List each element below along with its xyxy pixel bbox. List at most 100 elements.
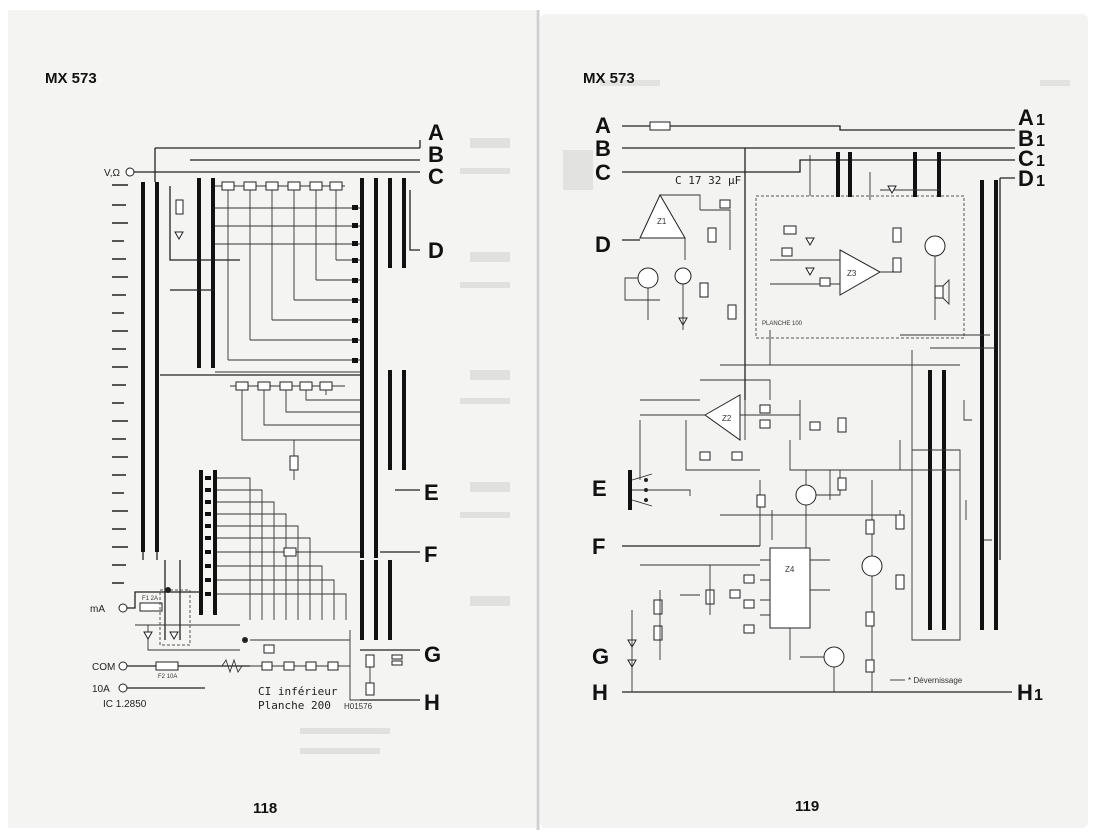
right-bus-label-d1-suffix: 1 [1036, 173, 1045, 190]
fuse-2-icon [155, 661, 179, 671]
right-bus-label-h: H [592, 680, 608, 705]
right-page-number: 119 [795, 798, 819, 815]
range-switch-bar-12 [374, 560, 378, 640]
left-board-note-line1: CI inférieur [258, 685, 338, 698]
input-resistor-icon [649, 121, 671, 131]
resistor-ladder-1 [215, 181, 360, 361]
range-switch-bar-9 [388, 370, 392, 470]
switch-contacts-2 [199, 470, 360, 620]
diode-protection-1 [174, 199, 184, 241]
right-bus-label-e: E [592, 476, 607, 501]
diode-bridge [135, 587, 248, 651]
left-page [8, 10, 536, 828]
vohm-terminal-icon [125, 167, 135, 177]
right-bus-wire-c [622, 159, 1015, 173]
range-switch-bar-6 [374, 178, 378, 558]
left-terminal-vohm-label: V,Ω [104, 168, 121, 179]
right-misc-wires [640, 330, 960, 516]
right-bus-label-c1-suffix: 1 [1036, 153, 1045, 170]
right-bus-wire-a [622, 125, 1015, 131]
sub-board-100: PLANCHE 100 [755, 152, 965, 339]
range-switch-bar-5 [360, 178, 364, 558]
range-switch-bar-2 [155, 182, 159, 552]
opamp-z1-label: Z1 [657, 217, 667, 226]
right-bleed-through [563, 80, 1070, 190]
range-switch-bar-4 [211, 178, 215, 368]
legend-note: * Dévernissage [908, 676, 963, 685]
left-bus-label-c: C [428, 164, 444, 189]
left-terminal-10a-label: 10A [92, 684, 110, 695]
lower-passives [627, 477, 905, 692]
right-bus-label-b: B [595, 136, 611, 161]
right-bus-wire-b [622, 147, 1015, 400]
e-switch [628, 470, 691, 510]
fuse-1-label: F1 2A [142, 596, 158, 602]
right-bus-label-b1: B [1018, 126, 1034, 151]
right-bus-label-d1: D [1018, 166, 1034, 191]
com-terminal-icon [118, 661, 128, 671]
resistor-ladder-2 [215, 371, 360, 480]
left-schematic: MX 573 A B C D E F G H V,Ω [45, 70, 510, 817]
left-model-label: MX 573 [45, 70, 97, 87]
left-bus-label-e: E [424, 480, 439, 505]
opamp-z3: Z3 [770, 225, 902, 296]
shunt-resistors [221, 630, 403, 701]
right-bus-label-a: A [595, 113, 611, 138]
transistor-buzzer [924, 235, 950, 320]
range-switch-bar-3 [197, 178, 201, 368]
right-schematic: MX 573 A B C D E F G H A 1 B 1 C 1 D 1 H… [563, 70, 1070, 815]
opamp-z2-label: Z2 [722, 414, 732, 423]
right-bus-label-h1-suffix: 1 [1034, 687, 1043, 704]
left-terminal-com-label: COM [92, 662, 115, 673]
left-bus-label-h: H [424, 690, 440, 715]
left-bus-label-g: G [424, 642, 441, 667]
right-model-label: MX 573 [583, 70, 635, 87]
fuse-2-label: F2 10A [158, 674, 177, 680]
right-bus-label-a1: A [1018, 105, 1034, 130]
left-bus-label-b: B [428, 142, 444, 167]
range-switch-bar-10 [402, 370, 406, 470]
transistor-q3 [861, 480, 883, 692]
left-bus-label-f: F [424, 542, 437, 567]
right-bus-label-a1-suffix: 1 [1036, 112, 1045, 129]
capacitor-note: C 17 32 µF [675, 174, 741, 187]
right-page [540, 14, 1088, 828]
range-switch-bar-11 [360, 560, 364, 640]
transistor-q4 [800, 646, 845, 692]
range-label-column [112, 184, 128, 584]
right-bus-wire-d [622, 177, 1015, 560]
ma-terminal-icon [118, 603, 128, 613]
left-ic-ref: IC 1.2850 [103, 699, 147, 710]
left-board-note-line2: Planche 200 [258, 699, 331, 712]
ic-z4: Z4 [760, 547, 830, 660]
right-bus-label-b1-suffix: 1 [1036, 133, 1045, 150]
right-bus-label-c: C [595, 160, 611, 185]
range-switch-bar-13 [388, 560, 392, 640]
left-vertical-wires [142, 148, 360, 640]
transistor-q2 [795, 470, 841, 560]
sub-board-label: PLANCHE 100 [762, 321, 803, 327]
range-switch-bar-8 [402, 178, 406, 268]
right-bus-label-d: D [595, 232, 611, 257]
opamp-z2: Z2 [639, 394, 847, 480]
range-switch-bar-1 [141, 182, 145, 552]
left-bus-wire-d [409, 190, 420, 251]
left-board-ref: H01576 [344, 702, 373, 711]
right-bus-label-h1: H [1017, 680, 1033, 705]
right-bus-label-g: G [592, 644, 609, 669]
current-source [674, 267, 737, 330]
opamp-z1: Z1 [639, 193, 731, 260]
left-bus-wire-a [155, 140, 421, 149]
switch-contacts-1 [352, 205, 358, 363]
ten-a-terminal-icon [118, 683, 128, 693]
right-switch-bars [900, 180, 998, 641]
fuse-1-icon [139, 602, 163, 612]
left-terminal-ma-label: mA [90, 604, 105, 615]
bleed-through-text [300, 138, 510, 754]
right-bus-label-f: F [592, 534, 605, 559]
left-bus-label-a: A [428, 120, 444, 145]
transistor-q1 [624, 267, 660, 320]
left-page-number: 118 [253, 800, 277, 817]
ic-z4-label: Z4 [785, 565, 795, 574]
